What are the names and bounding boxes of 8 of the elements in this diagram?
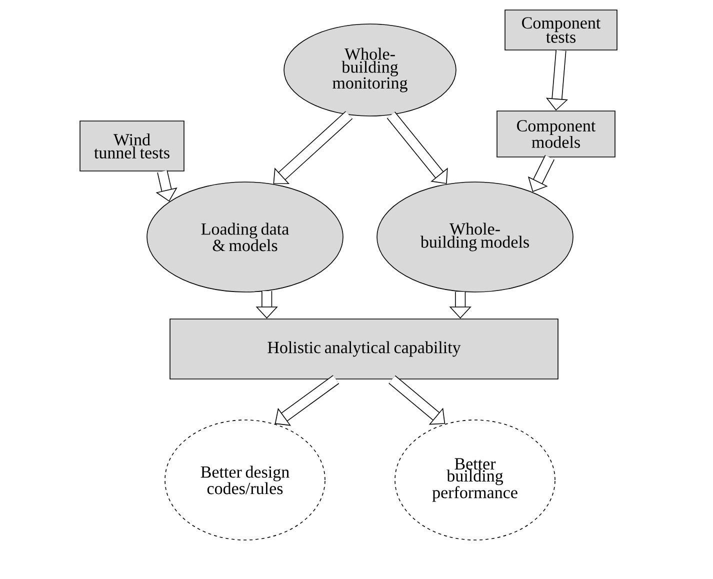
process-box: Wind tunnel tests: [80, 120, 184, 172]
process-box: Component tests: [504, 10, 618, 50]
block-arrow: [273, 111, 353, 184]
process-box: Component models: [496, 110, 616, 158]
block-arrow: [274, 375, 340, 426]
block-arrow: [388, 375, 446, 425]
process-box: Holistic analytical capability: [170, 318, 558, 380]
block-arrow: [386, 112, 448, 184]
